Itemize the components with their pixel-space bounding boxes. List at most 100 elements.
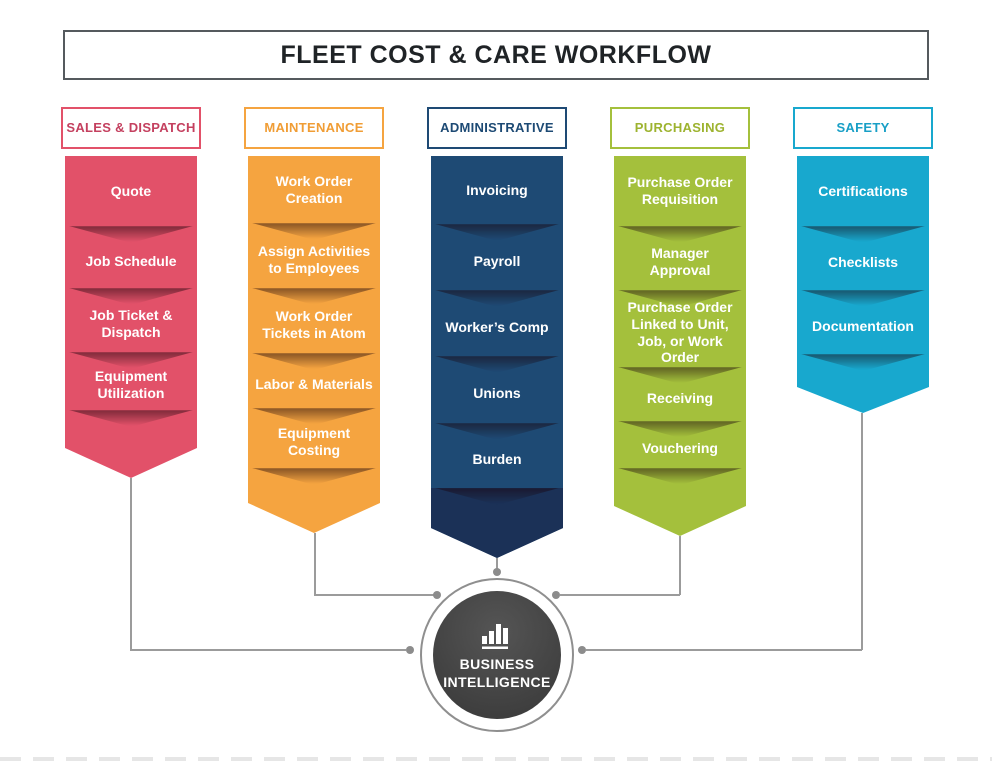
workflow-step: Purchase Order Requisition — [614, 156, 746, 226]
workflow-step: Labor & Materials — [248, 353, 380, 408]
connector-line-purchasing-vertical — [679, 536, 681, 595]
fold-shadow — [252, 353, 376, 370]
fold-shadow — [435, 423, 559, 440]
workflow-step: Receiving — [614, 367, 746, 421]
business-intelligence-label: BUSINESS INTELLIGENCE — [443, 655, 550, 691]
fold-shadow — [69, 410, 193, 427]
step-label: Quote — [110, 182, 152, 199]
workflow-step: Job Ticket & Dispatch — [65, 288, 197, 352]
workflow-step: Manager Approval — [614, 226, 746, 290]
step-label: Receiving — [646, 389, 714, 406]
connector-dot-safety — [578, 646, 586, 654]
connector-line-safety-vertical — [861, 413, 863, 650]
fold-shadow — [618, 367, 742, 384]
column-header-label: SAFETY — [836, 119, 890, 135]
banner-arrow-tail — [614, 468, 746, 536]
fold-shadow — [618, 421, 742, 438]
workflow-step: Job Schedule — [65, 226, 197, 288]
banner-arrow-tail — [431, 488, 563, 558]
column-header-label: PURCHASING — [634, 119, 726, 135]
fold-shadow — [618, 468, 742, 485]
banner-purchasing: Purchase Order Requisition Manager Appro… — [614, 156, 746, 536]
fold-shadow — [69, 288, 193, 305]
workflow-step: Vouchering — [614, 421, 746, 468]
connector-line-maintenance-horizontal — [314, 594, 434, 596]
workflow-step: Assign Activities to Employees — [248, 223, 380, 288]
connector-dot-administrative — [493, 568, 501, 576]
step-label: Manager Approval — [649, 245, 711, 278]
banner-arrow-tail — [65, 410, 197, 478]
step-label: Equipment Costing — [277, 425, 351, 458]
fold-shadow — [801, 354, 925, 371]
column-header-label: ADMINISTRATIVE — [440, 119, 554, 135]
column-header-label: SALES & DISPATCH — [66, 119, 196, 135]
column-header-sales-dispatch: SALES & DISPATCH — [61, 107, 201, 149]
banner-arrow-tail — [248, 468, 380, 533]
step-label: Purchase Order Linked to Unit, Job, or W… — [627, 298, 733, 366]
step-label: Unions — [473, 385, 521, 402]
workflow-step: Work Order Creation — [248, 156, 380, 223]
workflow-step: Quote — [65, 156, 197, 226]
fold-shadow — [435, 488, 559, 505]
business-intelligence-node: BUSINESS INTELLIGENCE — [433, 591, 561, 719]
column-header-purchasing: PURCHASING — [610, 107, 750, 149]
workflow-step: Equipment Costing — [248, 408, 380, 468]
diagram-title-box: FLEET COST & CARE WORKFLOW — [63, 30, 929, 80]
fold-shadow — [252, 468, 376, 485]
diagram-title: FLEET COST & CARE WORKFLOW — [280, 40, 712, 69]
step-label: Payroll — [473, 252, 521, 269]
column-header-administrative: ADMINISTRATIVE — [427, 107, 567, 149]
workflow-step: Certifications — [797, 156, 929, 226]
connector-dot-maintenance — [433, 591, 441, 599]
column-header-safety: SAFETY — [793, 107, 933, 149]
step-label: Purchase Order Requisition — [627, 174, 733, 207]
fold-shadow — [801, 290, 925, 307]
fold-shadow — [435, 290, 559, 307]
connector-dot-purchasing — [552, 591, 560, 599]
fold-shadow — [252, 223, 376, 240]
column-header-maintenance: MAINTENANCE — [244, 107, 384, 149]
fold-shadow — [69, 352, 193, 369]
connector-line-sales-vertical — [130, 478, 132, 650]
hub-label-line: INTELLIGENCE — [443, 674, 551, 690]
workflow-step: Burden — [431, 423, 563, 488]
banner-arrow-tail — [797, 354, 929, 413]
column-header-label: MAINTENANCE — [264, 119, 364, 135]
workflow-step: Equipment Utilization — [65, 352, 197, 410]
banner-maintenance: Work Order Creation Assign Activities to… — [248, 156, 380, 533]
step-label: Work Order Creation — [275, 172, 353, 206]
step-label: Assign Activities to Employees — [257, 242, 371, 276]
step-label: Job Schedule — [85, 252, 177, 269]
bottom-dashed-divider — [0, 757, 992, 761]
workflow-step: Work Order Tickets in Atom — [248, 288, 380, 353]
workflow-step: Documentation — [797, 290, 929, 354]
workflow-step: Checklists — [797, 226, 929, 290]
step-label: Worker’s Comp — [445, 318, 549, 335]
step-label: Work Order Tickets in Atom — [262, 307, 366, 341]
step-label: Certifications — [818, 182, 908, 199]
workflow-step: Invoicing — [431, 156, 563, 224]
banner-sales-dispatch: Quote Job Schedule Job Ticket & Dispatch… — [65, 156, 197, 478]
step-label: Checklists — [827, 253, 899, 270]
connector-dot-sales — [406, 646, 414, 654]
connector-line-purchasing-horizontal — [560, 594, 680, 596]
banner-safety: Certifications Checklists Documentation — [797, 156, 929, 413]
connector-line-maintenance-vertical — [314, 533, 316, 595]
bar-chart-icon — [482, 623, 508, 649]
connector-line-administrative-vertical — [496, 558, 498, 570]
hub-label-line: BUSINESS — [459, 655, 535, 672]
fold-shadow — [69, 226, 193, 243]
step-label: Labor & Materials — [255, 376, 373, 393]
fold-shadow — [435, 356, 559, 373]
workflow-step: Worker’s Comp — [431, 290, 563, 356]
step-label: Equipment Utilization — [94, 368, 168, 401]
workflow-step: Purchase Order Linked to Unit, Job, or W… — [614, 290, 746, 367]
step-label: Job Ticket & Dispatch — [89, 307, 173, 340]
step-label: Vouchering — [642, 440, 718, 457]
banner-administrative: Invoicing Payroll Worker’s Comp Unions B… — [431, 156, 563, 558]
connector-line-sales-horizontal — [130, 649, 406, 651]
fold-shadow — [252, 408, 376, 425]
step-label: Invoicing — [466, 181, 528, 198]
fold-shadow — [801, 226, 925, 243]
